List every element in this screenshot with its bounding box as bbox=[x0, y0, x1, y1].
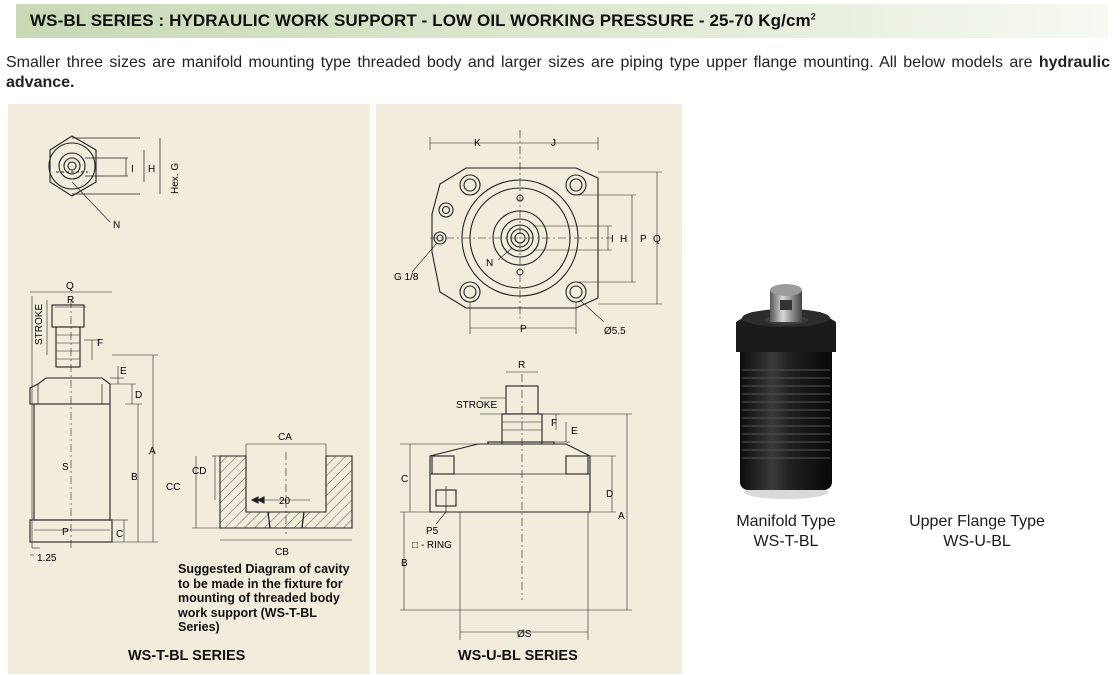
label-n: N bbox=[113, 220, 120, 231]
flange-caption: Upper Flange Type WS-U-BL bbox=[909, 513, 1045, 550]
page-title: WS-BL SERIES : HYDRAULIC WORK SUPPORT - … bbox=[30, 11, 816, 30]
title-bar: WS-BL SERIES : HYDRAULIC WORK SUPPORT - … bbox=[16, 4, 1108, 38]
label-c-mid: C bbox=[401, 474, 408, 485]
label-i: I bbox=[131, 164, 134, 175]
label-n-mid: N bbox=[486, 258, 493, 269]
label-p5: P5 bbox=[426, 526, 439, 537]
label-os: ØS bbox=[517, 629, 532, 640]
label-ca: CA bbox=[278, 432, 292, 443]
label-cb: CB bbox=[275, 547, 289, 558]
label-c: C bbox=[116, 529, 123, 540]
label-q-mid: Q bbox=[653, 234, 661, 245]
label-k: K bbox=[474, 138, 481, 149]
label-p: P bbox=[62, 527, 69, 538]
label-s: S bbox=[62, 462, 69, 473]
ws-t-bl-top-view bbox=[48, 135, 161, 223]
label-d-mid: D bbox=[606, 489, 613, 500]
label-q: Q bbox=[66, 281, 74, 292]
manifold-type-photo bbox=[736, 284, 836, 499]
label-a: A bbox=[149, 446, 156, 457]
label-p-bottom: P bbox=[520, 324, 527, 335]
label-a-mid: A bbox=[618, 511, 625, 522]
intro-paragraph: Smaller three sizes are manifold mountin… bbox=[6, 54, 1110, 91]
ws-u-bl-top-view bbox=[411, 130, 662, 334]
label-20: 20 bbox=[279, 496, 291, 507]
label-e-mid: E bbox=[571, 426, 578, 437]
label-b-mid: B bbox=[401, 558, 408, 569]
left-drawing-panel bbox=[8, 104, 370, 674]
ws-t-bl-series-label: WS-T-BL SERIES bbox=[128, 648, 246, 664]
label-b: B bbox=[131, 472, 138, 483]
label-f: F bbox=[97, 338, 103, 349]
label-hex-g: Hex. G bbox=[170, 163, 181, 194]
label-r: R bbox=[67, 295, 74, 306]
ws-u-bl-side-view bbox=[400, 371, 632, 640]
label-cc: CC bbox=[166, 482, 180, 493]
manifold-caption: Manifold Type WS-T-BL bbox=[736, 513, 836, 550]
label-h: H bbox=[148, 164, 155, 175]
label-h-mid: H bbox=[620, 234, 627, 245]
cavity-diagram bbox=[192, 443, 353, 541]
label-r-mid: R bbox=[518, 360, 525, 371]
label-stroke-mid: STROKE bbox=[456, 400, 497, 411]
label-d: D bbox=[135, 390, 142, 401]
intro-bold: hydraulic advance. bbox=[6, 54, 1110, 91]
label-j: J bbox=[551, 138, 556, 149]
label-cd: CD bbox=[192, 466, 206, 477]
ws-u-bl-series-label: WS-U-BL SERIES bbox=[458, 648, 578, 664]
label-g18: G 1/8 bbox=[394, 272, 419, 283]
ws-t-bl-side-view bbox=[29, 291, 158, 556]
label-e: E bbox=[120, 366, 127, 377]
label-dia55: Ø5.5 bbox=[604, 326, 626, 337]
label-1-25: 1.25 bbox=[37, 553, 57, 564]
label-stroke: STROKE bbox=[34, 304, 45, 345]
cavity-note: Suggested Diagram of cavity to be made i… bbox=[178, 562, 350, 634]
label-f-mid: F bbox=[551, 418, 557, 429]
label-oring: □ - RING bbox=[412, 540, 452, 551]
label-i-mid: I bbox=[611, 234, 614, 245]
label-p-mid: P bbox=[640, 234, 647, 245]
